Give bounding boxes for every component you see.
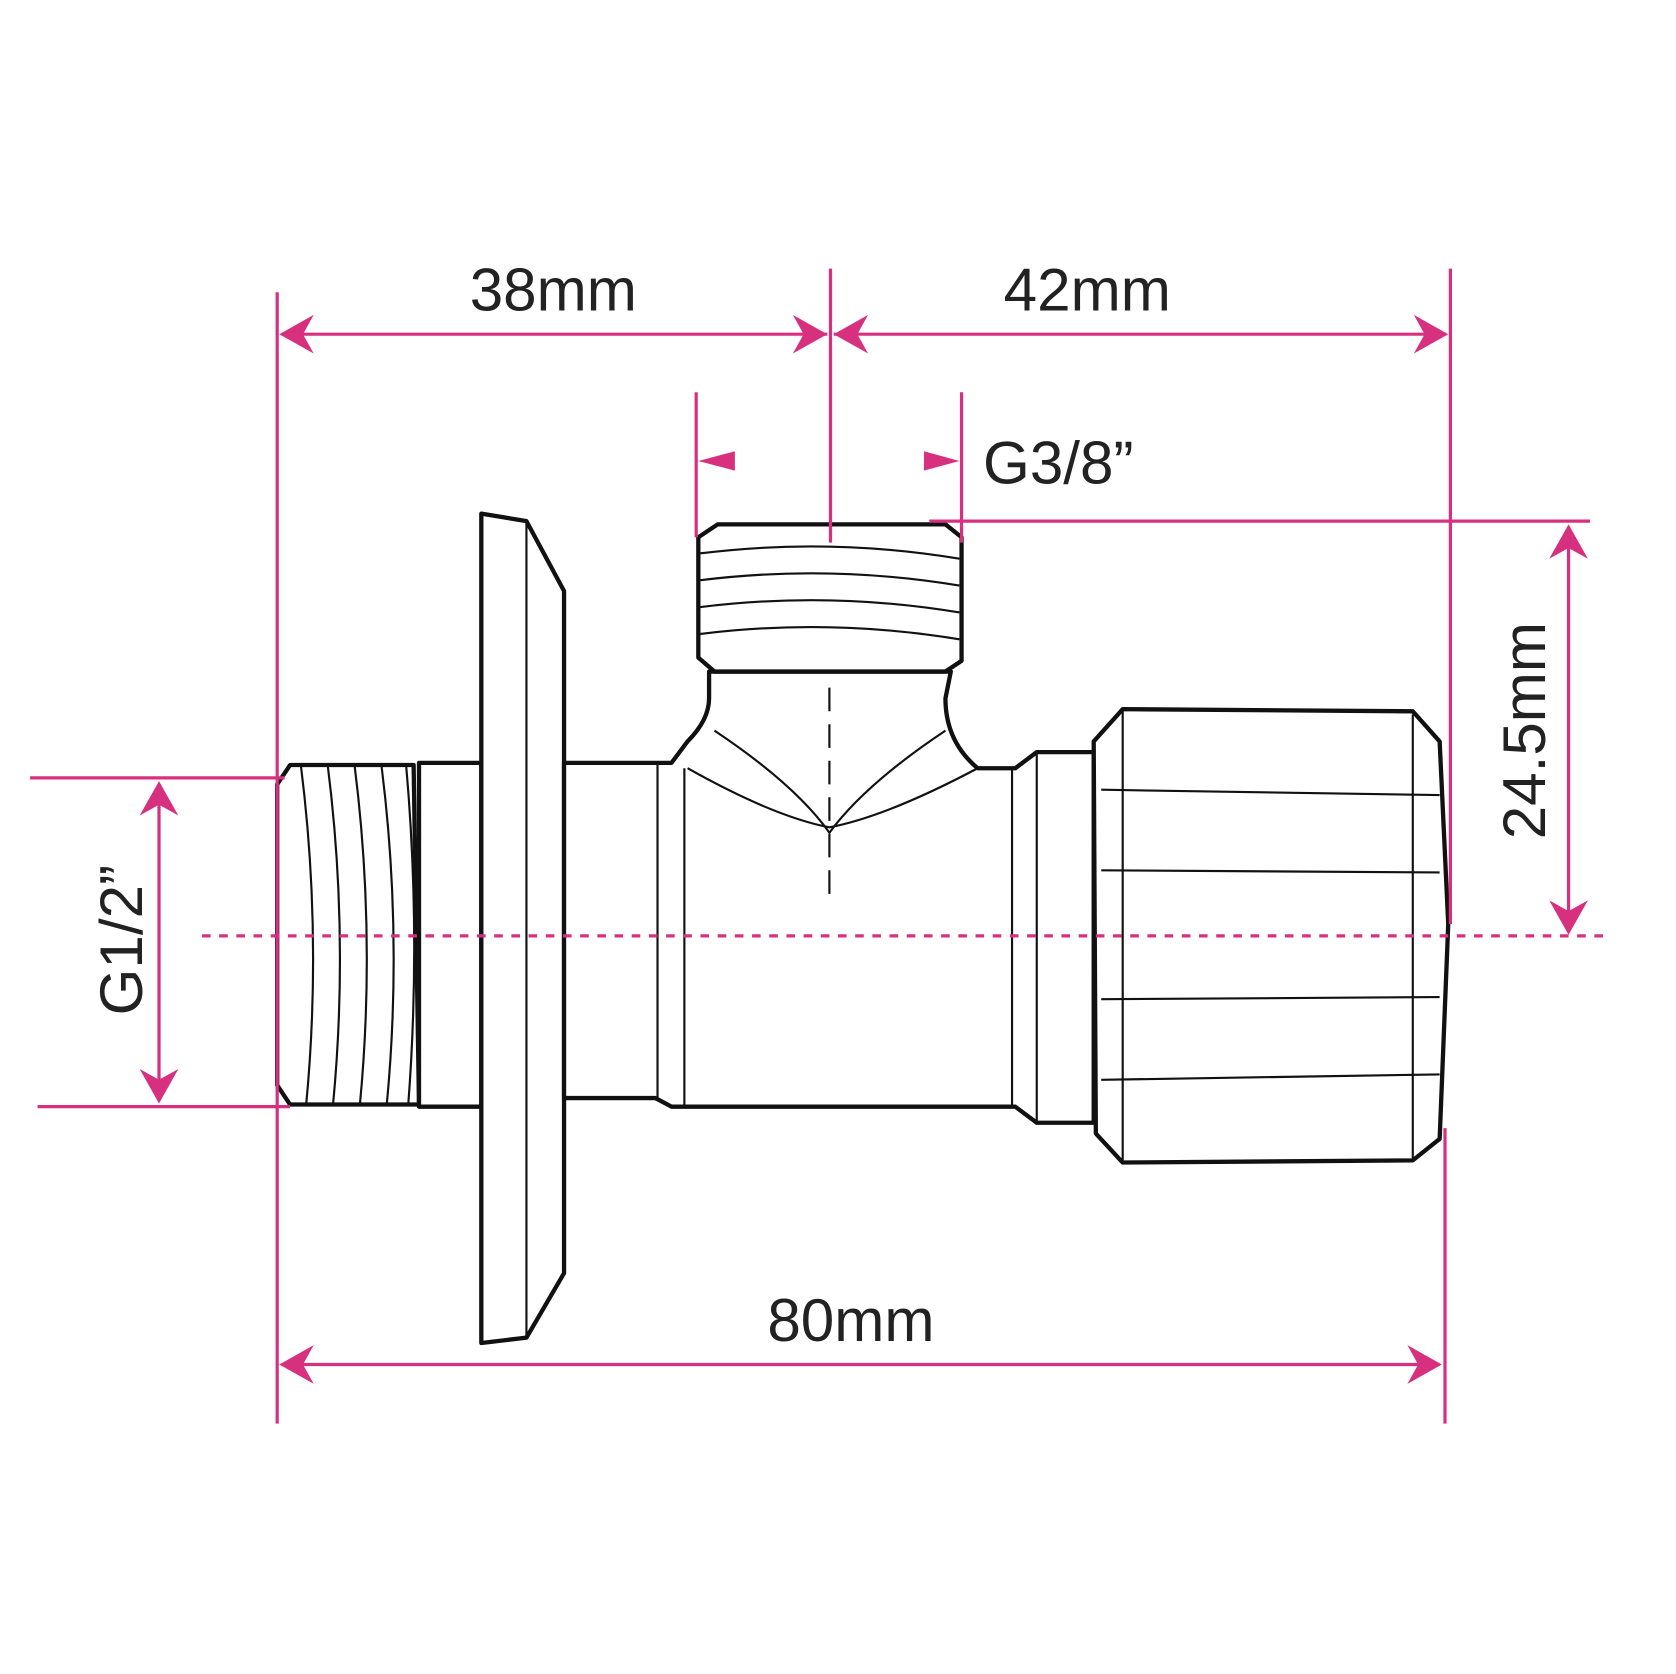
outlet-thread-label: G3/8”: [983, 430, 1133, 497]
valve-body: [275, 511, 1451, 1346]
dim-80mm-label: 80mm: [767, 1287, 934, 1354]
inlet-thread-label: G1/2”: [88, 865, 155, 1015]
dim-38mm-label: 38mm: [470, 257, 637, 324]
dimension-lines: [30, 268, 1591, 1424]
dim-24-5mm-label: 24.5mm: [1491, 622, 1558, 839]
dim-42mm-label: 42mm: [1004, 257, 1171, 324]
